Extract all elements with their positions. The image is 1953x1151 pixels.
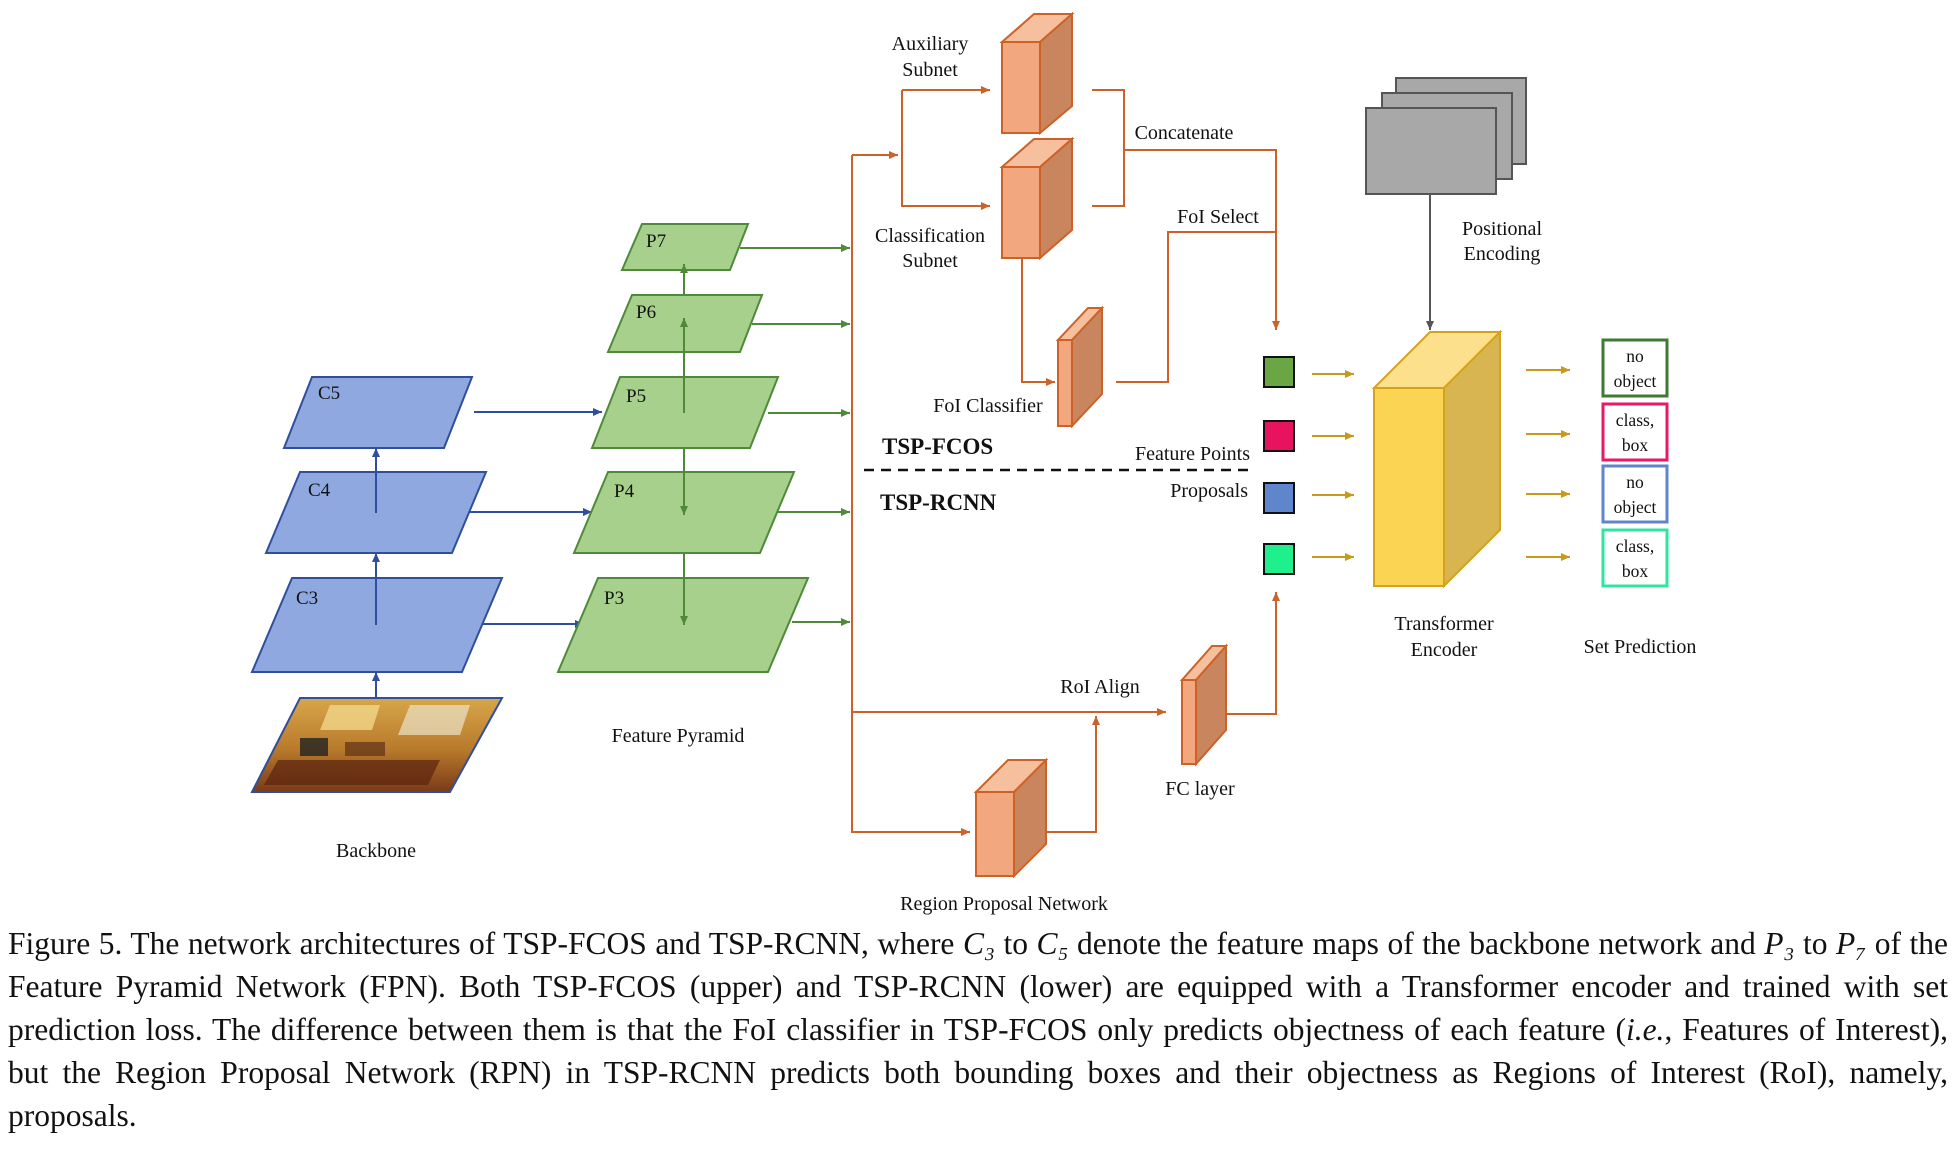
prediction-text: class,	[1616, 536, 1654, 556]
roi-align-label: RoI Align	[1060, 676, 1139, 698]
caption-part: denote the feature maps of the backbone …	[1068, 926, 1765, 961]
prediction-text: box	[1622, 435, 1649, 455]
set-prediction-label: Set Prediction	[1584, 636, 1697, 658]
feature-square	[1263, 356, 1295, 388]
input-image	[250, 697, 504, 793]
tsp-rcnn-label: TSP-RCNN	[880, 490, 997, 515]
svg-text:C3: C3	[296, 588, 318, 609]
proposals-label: Proposals	[1170, 480, 1248, 502]
caption-part: of the Feature Pyramid Network (FPN). Bo…	[8, 926, 1948, 1047]
svg-text:P4: P4	[614, 481, 635, 502]
input-arrows	[1312, 370, 1354, 561]
caption-part: Figure 5. The network architectures of T…	[8, 926, 963, 961]
tsp-fcos-label: TSP-FCOS	[882, 434, 993, 459]
caption-part: to	[994, 926, 1037, 961]
set-prediction-boxes: no object class, box no object class, box	[1601, 338, 1669, 588]
prediction-text: no	[1626, 346, 1644, 366]
prediction-box: no object	[1601, 464, 1669, 524]
pyramid-p7: P7	[620, 223, 750, 271]
pyramid-arrows	[680, 244, 850, 626]
classification-subnet-label-1: Classification	[875, 225, 985, 247]
backbone-label: Backbone	[336, 840, 416, 862]
svg-text:P5: P5	[626, 386, 646, 407]
svg-text:C5: C5	[318, 383, 340, 404]
rpn-label: Region Proposal Network	[900, 893, 1108, 915]
transformer-encoder-block	[1371, 329, 1503, 589]
backbone-arrows	[372, 408, 602, 698]
transformer-encoder-label-2: Encoder	[1411, 639, 1478, 661]
caption-ie: i.e.	[1625, 1012, 1665, 1047]
backbone-c5: C5	[282, 376, 474, 449]
prediction-text: box	[1622, 561, 1649, 581]
classification-subnet-block	[999, 136, 1075, 261]
prediction-text: class,	[1616, 410, 1654, 430]
prediction-box: no object	[1601, 338, 1669, 398]
caption-p3: P₃	[1764, 926, 1795, 961]
positional-encoding-label-2: Encoding	[1464, 243, 1541, 265]
svg-text:P6: P6	[636, 302, 656, 323]
caption-p7: P₇	[1836, 926, 1867, 961]
feature-points-label: Feature Points	[1135, 443, 1250, 465]
auxiliary-subnet-label-1: Auxiliary	[892, 33, 969, 55]
classification-subnet-label-2: Subnet	[902, 250, 958, 272]
architecture-diagram: C3 C4 C5 Backbone P3 P4 P5 P6 P7	[250, 11, 1697, 915]
prediction-text: object	[1614, 371, 1657, 391]
foi-classifier-label: FoI Classifier	[933, 395, 1043, 417]
fc-layer-block	[1179, 643, 1229, 767]
positional-encoding-label-1: Positional	[1462, 218, 1542, 240]
figure-caption: Figure 5. The network architectures of T…	[8, 922, 1948, 1137]
feature-pyramid-label: Feature Pyramid	[612, 725, 745, 747]
prediction-text: no	[1626, 472, 1644, 492]
caption-c5: C₅	[1036, 926, 1069, 961]
feature-square	[1263, 543, 1295, 575]
caption-part: to	[1794, 926, 1836, 961]
prediction-text: object	[1614, 497, 1657, 517]
concatenate-label: Concatenate	[1135, 122, 1234, 144]
svg-text:P7: P7	[646, 231, 666, 252]
prediction-box: class, box	[1601, 402, 1669, 462]
foi-select-label: FoI Select	[1177, 206, 1259, 228]
auxiliary-subnet-label-2: Subnet	[902, 59, 958, 81]
output-arrows	[1526, 366, 1570, 561]
region-proposal-network-block	[973, 757, 1049, 879]
auxiliary-subnet-block	[999, 11, 1075, 136]
feature-squares	[1263, 356, 1295, 575]
svg-text:P3: P3	[604, 588, 624, 609]
positional-encoding-maps	[1365, 77, 1527, 195]
prediction-box: class, box	[1601, 528, 1669, 588]
foi-classifier-block	[1055, 305, 1105, 429]
transformer-encoder-label-1: Transformer	[1394, 613, 1494, 635]
svg-text:C4: C4	[308, 480, 331, 501]
caption-c3: C₃	[962, 926, 995, 961]
feature-square	[1263, 420, 1295, 452]
feature-square	[1263, 482, 1295, 514]
routing-arrows	[851, 86, 1280, 836]
fc-layer-label: FC layer	[1165, 778, 1235, 800]
caption-part: , Features of Interest), but the Region …	[8, 1012, 1949, 1133]
